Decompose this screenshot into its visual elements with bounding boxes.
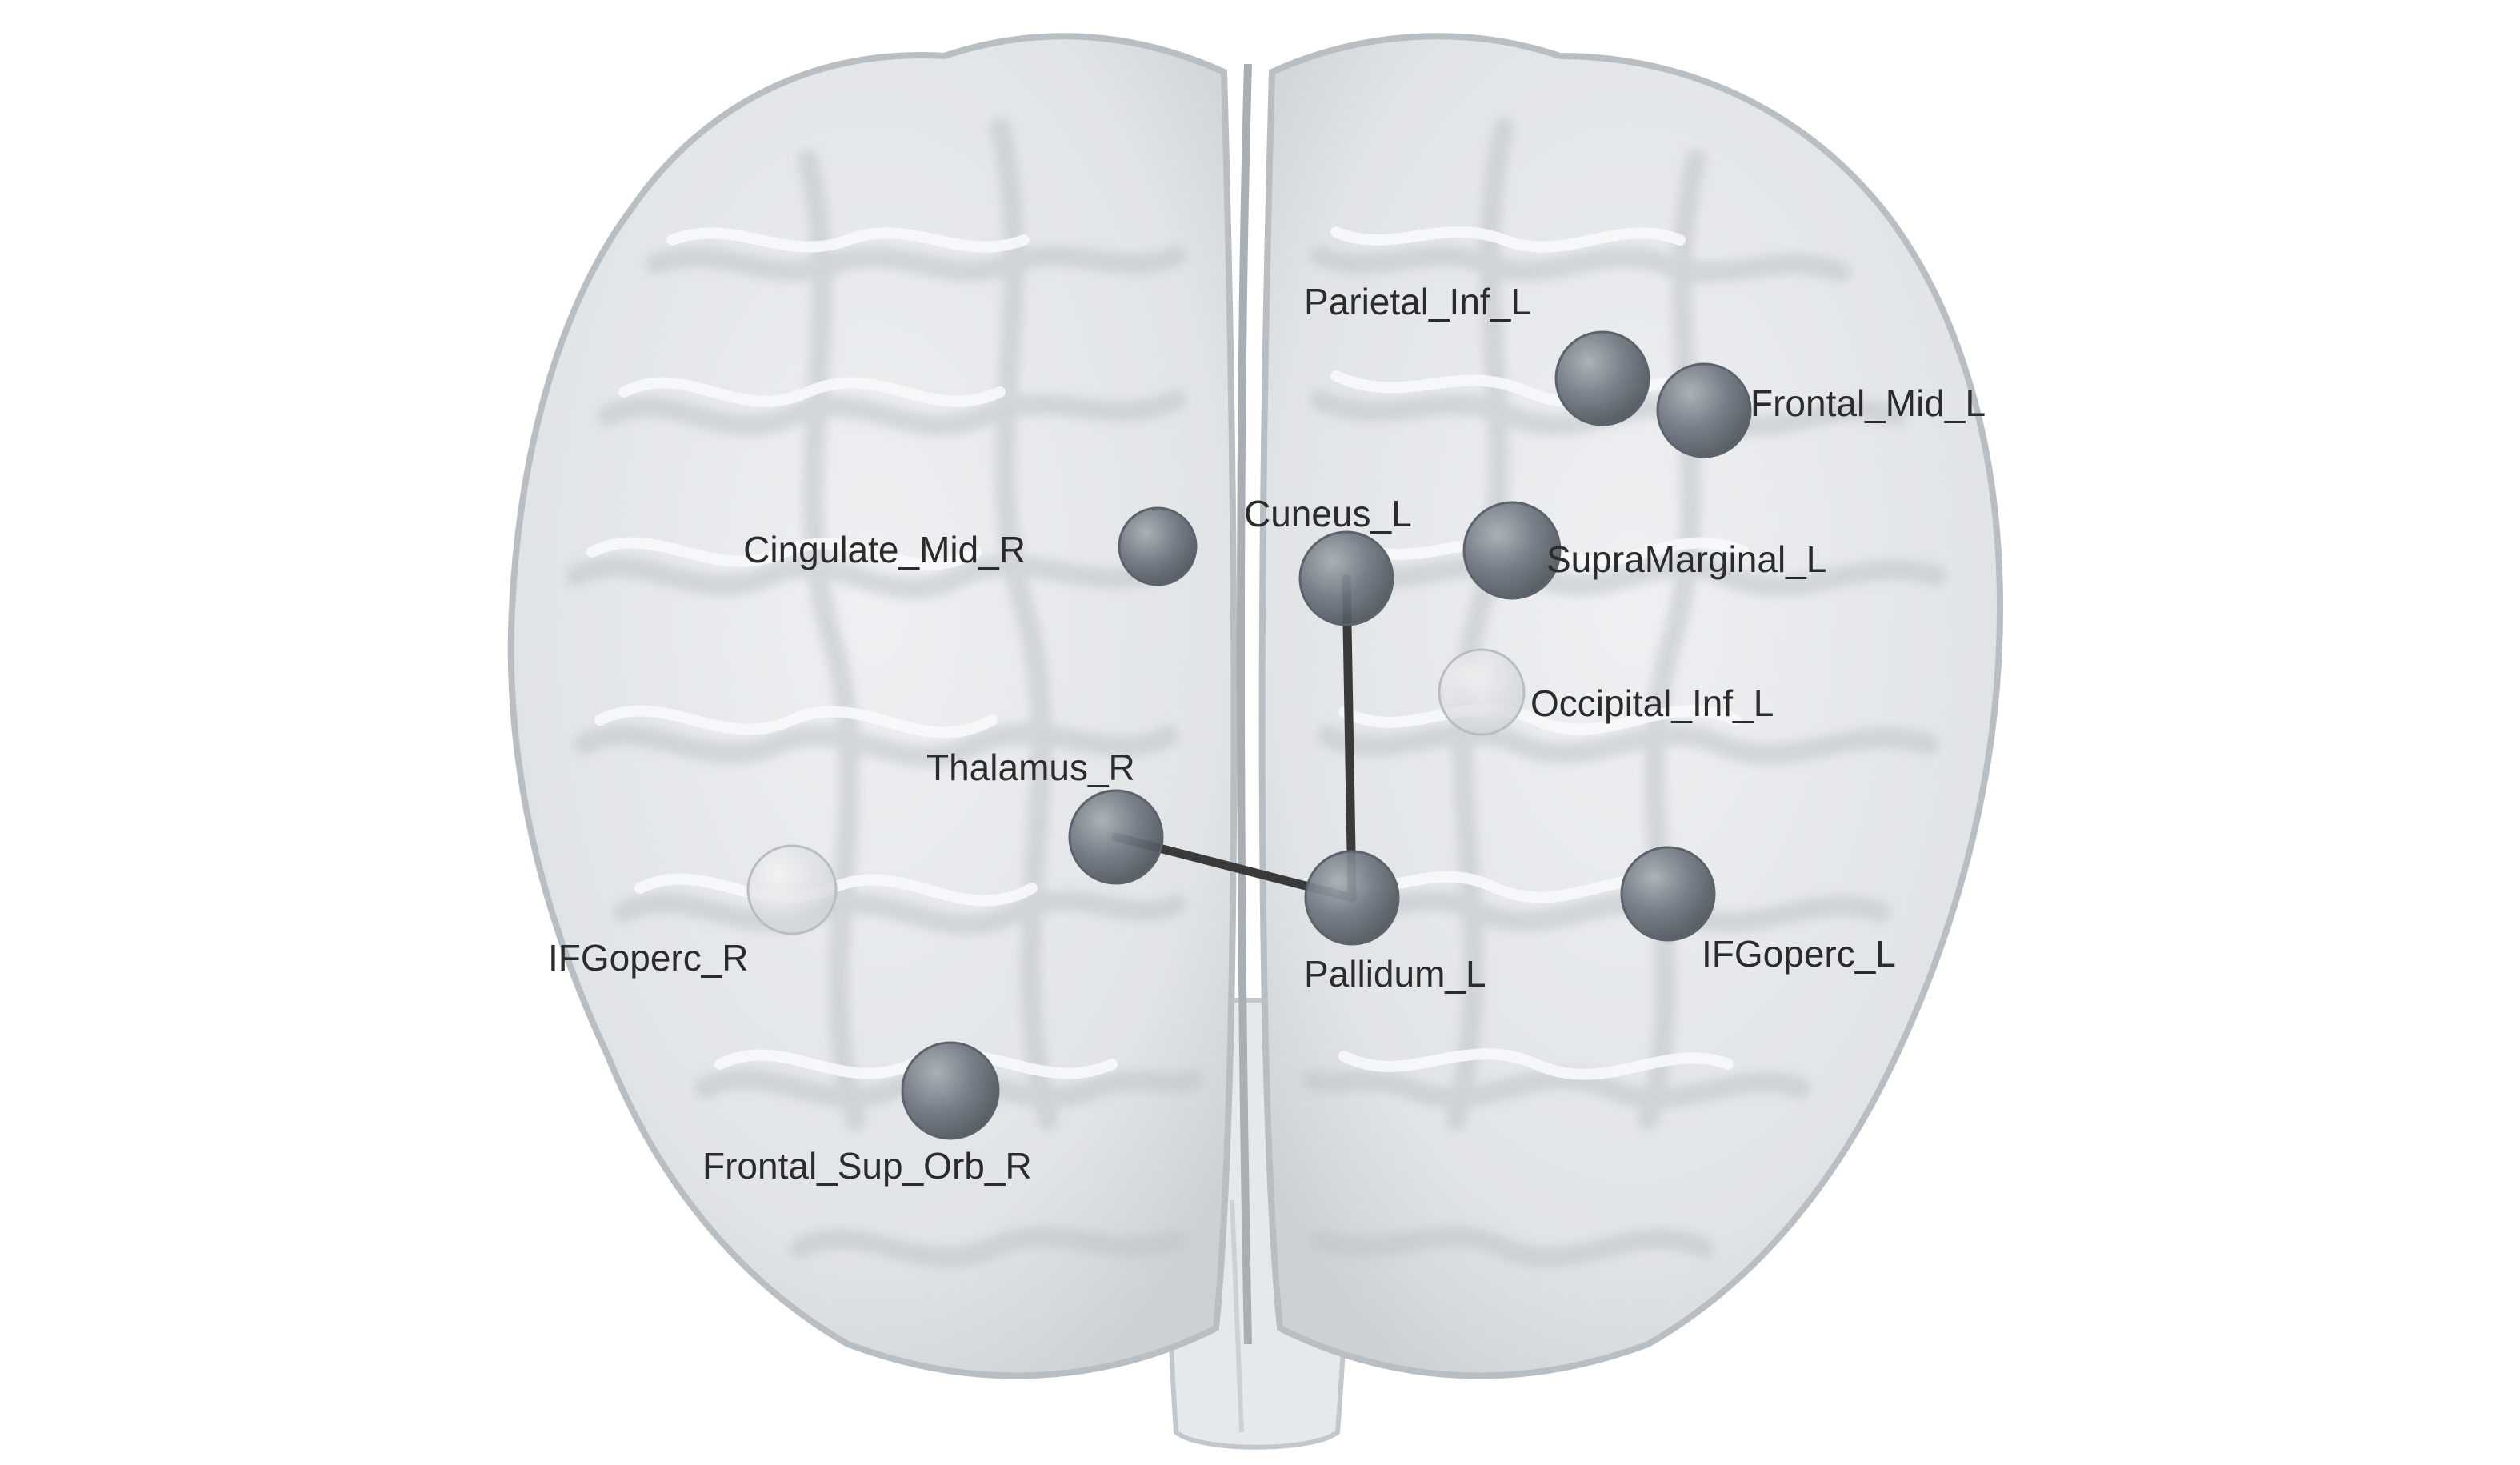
node-label-ifgoperc-l: IFGoperc_L <box>1702 933 1896 975</box>
node-label-frontal-sup-orb-r: Frontal_Sup_Orb_R <box>702 1145 1032 1187</box>
node-label-cuneus-l: Cuneus_L <box>1244 493 1412 534</box>
node-label-supramarginal-l: SupraMarginal_L <box>1546 538 1826 580</box>
node-parietal-inf-l: Parietal_Inf_L <box>1304 281 1650 426</box>
node-sphere-thalamus-r <box>1068 789 1164 885</box>
node-cuneus-l: Cuneus_L <box>1244 493 1412 626</box>
node-sphere-cingulate-mid-r <box>1118 506 1198 586</box>
node-label-ifgoperc-r: IFGoperc_R <box>548 937 749 979</box>
node-sphere-cuneus-l <box>1298 530 1394 626</box>
node-sphere-frontal-mid-l <box>1656 362 1752 458</box>
node-sphere-pallidum-l <box>1304 850 1400 946</box>
interhemispheric-fissure <box>1237 63 1252 1345</box>
node-thalamus-r: Thalamus_R <box>926 747 1164 885</box>
node-sphere-occipital-inf-l <box>1438 648 1526 736</box>
node-occipital-inf-l: Occipital_Inf_L <box>1438 648 1774 736</box>
hemisphere-left <box>1258 33 2004 1379</box>
node-label-occipital-inf-l: Occipital_Inf_L <box>1530 682 1774 724</box>
node-sphere-supramarginal-l <box>1462 501 1562 600</box>
node-cingulate-mid-r: Cingulate_Mid_R <box>743 506 1198 586</box>
node-label-cingulate-mid-r: Cingulate_Mid_R <box>743 529 1026 570</box>
node-supramarginal-l: SupraMarginal_L <box>1462 501 1826 600</box>
node-layer: Parietal_Inf_L Frontal_Mid_L Cingulate_Mid… <box>548 281 1986 1187</box>
node-label-thalamus-r: Thalamus_R <box>926 747 1135 788</box>
node-frontal-sup-orb-r: Frontal_Sup_Orb_R <box>702 1041 1032 1187</box>
node-label-parietal-inf-l: Parietal_Inf_L <box>1304 281 1531 322</box>
edge-cuneus-l-to-pallidum-l <box>1342 574 1357 903</box>
node-label-frontal-mid-l: Frontal_Mid_L <box>1750 382 1986 424</box>
node-sphere-parietal-inf-l <box>1554 330 1650 426</box>
node-frontal-mid-l: Frontal_Mid_L <box>1656 362 1986 458</box>
node-ifgoperc-l: IFGoperc_L <box>1620 846 1896 975</box>
node-label-pallidum-l: Pallidum_L <box>1304 953 1486 995</box>
node-ifgoperc-r: IFGoperc_R <box>548 844 838 979</box>
node-sphere-ifgoperc-r <box>746 844 838 935</box>
node-sphere-ifgoperc-l <box>1620 846 1716 942</box>
node-sphere-frontal-sup-orb-r <box>901 1041 1000 1140</box>
node-pallidum-l: Pallidum_L <box>1304 850 1486 995</box>
hemisphere-right <box>507 33 1238 1379</box>
